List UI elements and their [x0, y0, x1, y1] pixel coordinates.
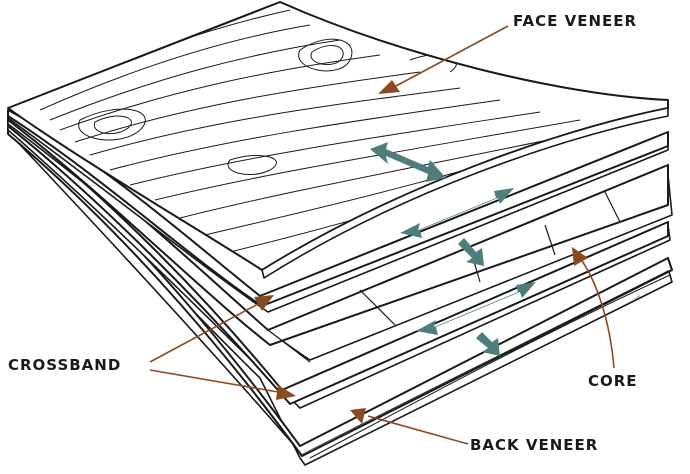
- grain-direction-arrows: [370, 142, 536, 356]
- face-veneer-grain: [29, 9, 661, 253]
- face-veneer-layer: [7, 1, 669, 279]
- crossband-lower-layer: [7, 119, 671, 409]
- core-label: CORE: [588, 372, 638, 390]
- direction-arrow-face: [370, 142, 446, 182]
- face-veneer-label: FACE VENEER: [513, 12, 638, 30]
- direction-arrow-back: [476, 332, 500, 356]
- leader-core: [579, 257, 615, 369]
- direction-arrow-core: [458, 238, 484, 266]
- leader-crossband-lower-arrowhead: [276, 385, 296, 400]
- leader-lines: [149, 25, 615, 445]
- leader-crossband-upper: [149, 303, 259, 363]
- leader-face-veneer-arrowhead: [378, 80, 400, 94]
- leader-crossband-upper-arrowhead: [254, 295, 274, 311]
- back-veneer-label: BACK VENEER: [470, 436, 599, 454]
- crossband-label: CROSSBAND: [8, 356, 122, 374]
- leader-core-arrowhead: [572, 247, 588, 266]
- leader-crossband-lower: [149, 369, 279, 393]
- direction-arrow-crossband-upper: [400, 188, 514, 238]
- leader-face-veneer: [395, 25, 509, 87]
- direction-arrow-crossband-lower: [416, 282, 536, 335]
- leader-back-veneer: [367, 415, 469, 445]
- leader-back-veneer-arrowhead: [350, 408, 366, 424]
